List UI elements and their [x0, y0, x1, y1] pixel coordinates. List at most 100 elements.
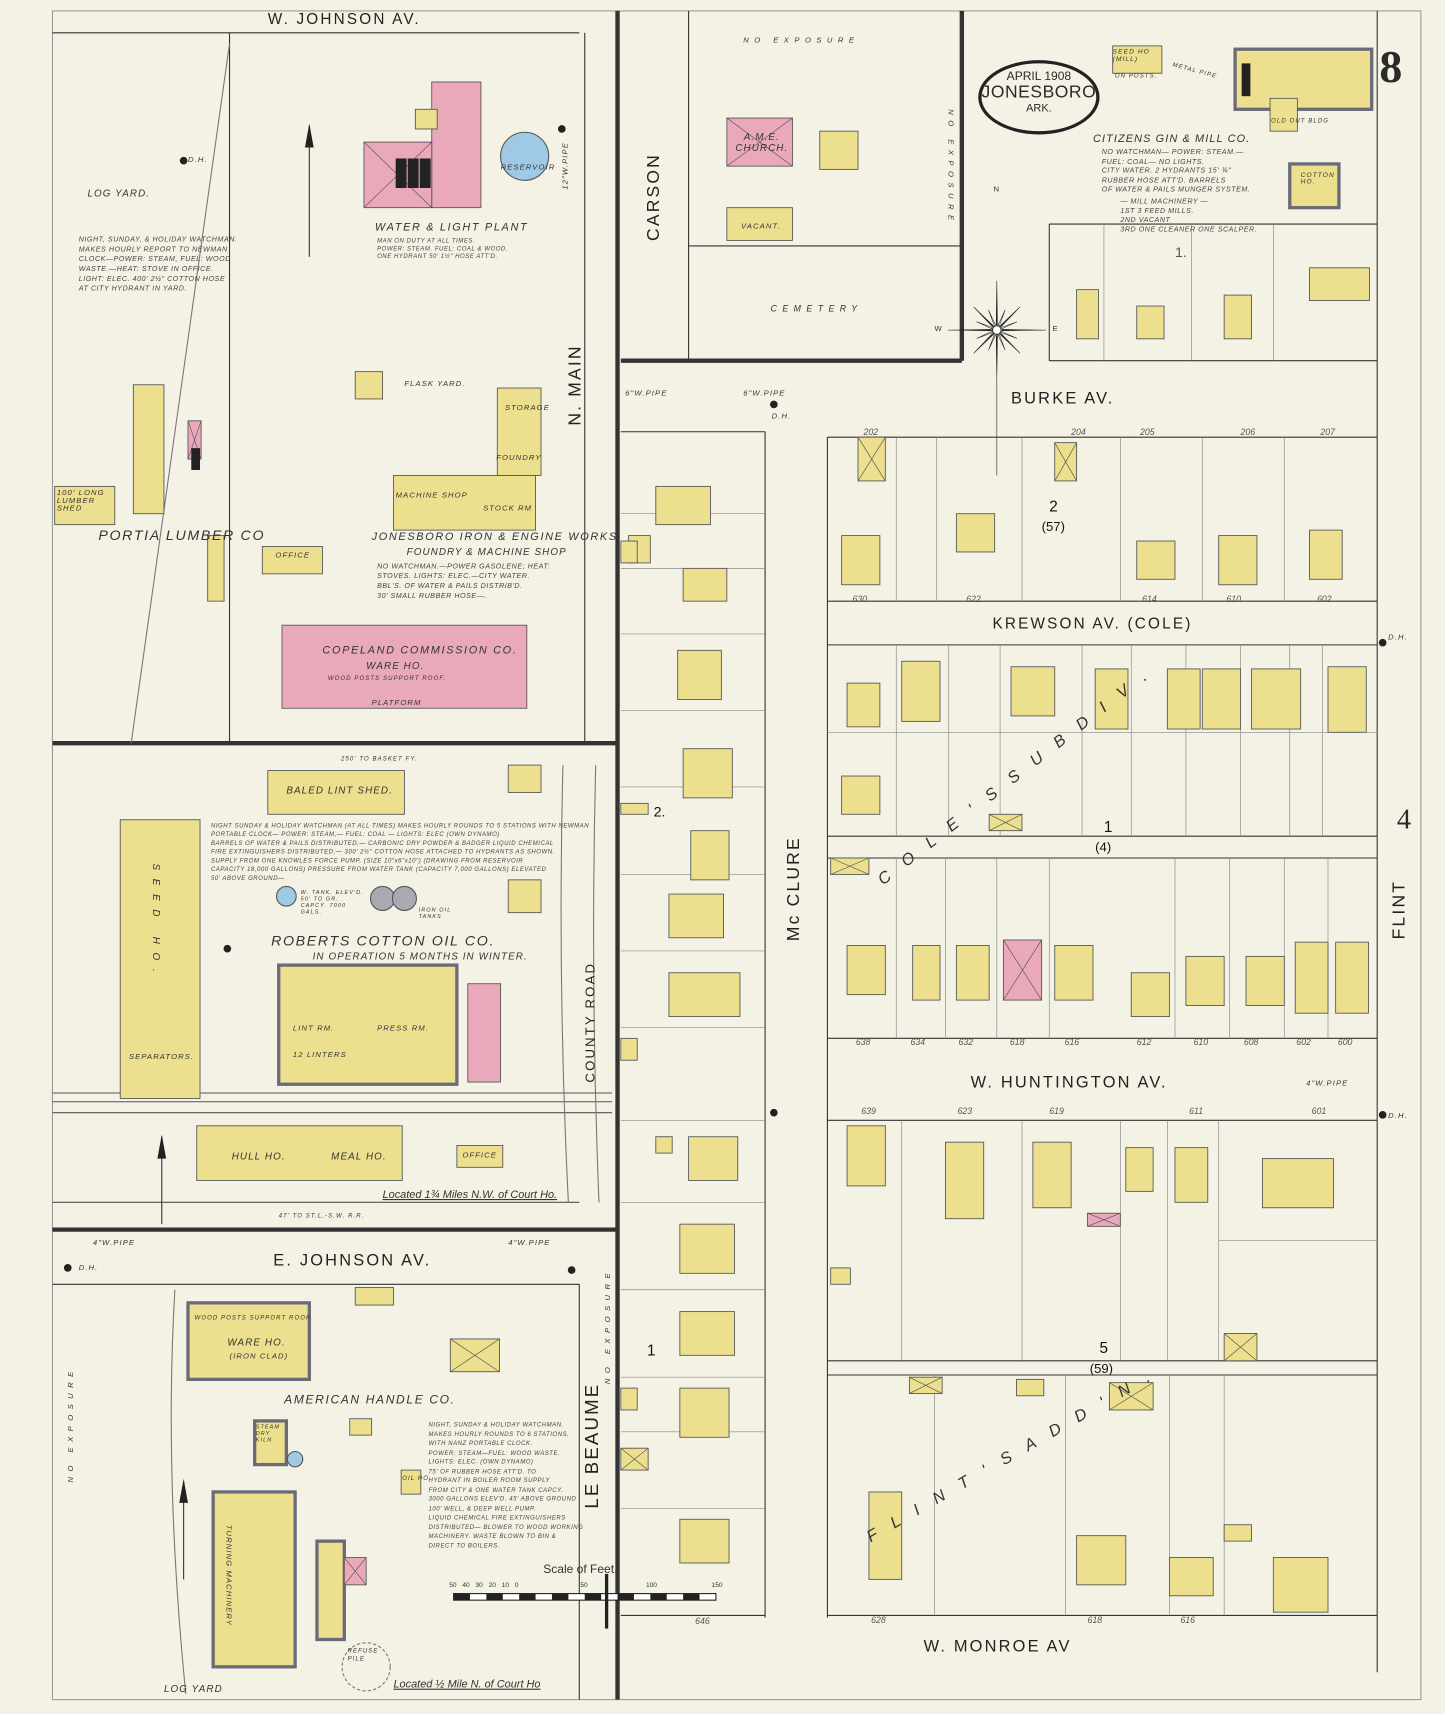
frame-dwelling [1335, 941, 1369, 1014]
address: 616 [1180, 1615, 1196, 1626]
frame-dwelling [846, 945, 886, 996]
scale-tick-label: 50 [449, 1582, 457, 1590]
frame-dwelling [1308, 529, 1343, 580]
dead-hydrant-label: D.H. [1388, 633, 1408, 642]
scale-bar-segment [453, 1593, 470, 1601]
map-state: ARK. [1026, 102, 1052, 115]
address: 206 [1240, 427, 1256, 438]
frame-dwelling [901, 660, 941, 722]
label-located-1: Located 1¾ Miles N.W. of Court Ho. [382, 1189, 558, 1202]
brick-building [467, 983, 502, 1083]
boiler [1241, 63, 1251, 97]
hydrant [770, 400, 778, 409]
frame-dwelling [1218, 535, 1258, 586]
frame-dwelling [354, 371, 383, 400]
label-no-exposure-right: NO EXPOSURE [946, 109, 955, 226]
frame-dwelling [1130, 972, 1170, 1017]
cross-mark [1054, 442, 1077, 482]
note-water-light: MAN ON DUTY AT ALL TIMES. POWER: STEAM. … [377, 238, 509, 261]
frame-dwelling [682, 567, 728, 602]
hydrant [223, 944, 232, 953]
address: 610 [1193, 1037, 1209, 1048]
frame-dwelling [620, 1037, 638, 1061]
frame-dwelling [1112, 45, 1163, 74]
label-on-posts: ON POSTS. [1114, 73, 1158, 80]
label-located-2: Located ½ Mile N. of Court Ho [393, 1678, 541, 1691]
frame-dwelling [267, 770, 405, 815]
scale-bar-segment [617, 1593, 634, 1601]
note-citizens-machinery: — MILL MACHINERY — 1ST 3 FEED MILLS. 2ND… [1120, 197, 1258, 234]
label-foundry: FOUNDRY [496, 454, 542, 463]
label-baled-lint-shed: BALED LINT SHED. [286, 784, 393, 796]
frame-dwelling [261, 546, 323, 575]
label-seed-ho-mill: SEED HO (MILL) [1112, 49, 1150, 64]
label-water-tank: W. TANK, ELEV'D. 50' TO GR. CAPCY. 7000 … [300, 889, 364, 916]
scale-tick-label: 40 [462, 1582, 470, 1590]
cross-mark [1087, 1212, 1121, 1227]
scale-tick-label: 10 [501, 1582, 509, 1590]
frame-dwelling [1136, 540, 1176, 580]
street-flint: FLINT [1390, 879, 1409, 940]
compass-rose-point [976, 321, 993, 329]
label-stock-rm: STOCK RM [483, 504, 533, 513]
address: 634 [910, 1037, 926, 1048]
frame-dwelling [1223, 1524, 1252, 1542]
label-american-handle: AMERICAN HANDLE CO. [284, 1393, 456, 1407]
boiler [407, 158, 419, 188]
label-ware-ho-sub: (IRON CLAD) [229, 1353, 289, 1361]
frame-dwelling [679, 1311, 735, 1356]
county-road-edge [560, 765, 569, 1203]
frame-dwelling [846, 1125, 886, 1187]
hydrant [179, 156, 188, 165]
frame-dwelling [841, 775, 881, 815]
scale-tick-label: 150 [711, 1582, 723, 1590]
frame-dwelling [819, 130, 859, 170]
street-n-main: N. MAIN [566, 344, 585, 426]
street-carson: CARSON [644, 153, 664, 241]
street-burke: BURKE AV. [1011, 389, 1115, 408]
compass-east: E [1052, 325, 1059, 334]
address: 638 [855, 1037, 871, 1048]
label-refuse-pile: REFUSE PILE [347, 1648, 379, 1663]
label-machine-shop: MACHINE SHOP [395, 491, 468, 500]
street-w-monroe: W. MONROE AV [923, 1637, 1072, 1656]
frame-dwelling [868, 1491, 903, 1580]
frame-dwelling [1076, 289, 1099, 340]
address: 618 [1009, 1037, 1025, 1048]
water-pipe-label: 4"W.PIPE [508, 1239, 551, 1248]
frame-dwelling [1125, 1147, 1154, 1192]
iron-clad-building [253, 1419, 289, 1467]
compass-rose-point [973, 306, 994, 328]
address: 618 [1087, 1615, 1103, 1626]
iron-clad-building [186, 1301, 311, 1382]
street-mcclure: Mc CLURE [784, 836, 804, 942]
cross-mark [1003, 939, 1042, 1001]
water-tank [286, 1450, 304, 1468]
water-tank [275, 885, 297, 907]
label-lint-rm: LINT RM. [292, 1025, 335, 1033]
label-copeland-ware-ho: WARE HO. [366, 660, 425, 672]
label-lumber-shed: 100' LONG LUMBER SHED [56, 489, 105, 513]
scale-bar-segment [683, 1593, 700, 1601]
label-portia-lumber: PORTIA LUMBER CO [98, 526, 266, 544]
hydrant [1378, 1111, 1387, 1119]
frame-dwelling [668, 972, 741, 1017]
compass-rose-point [997, 334, 1006, 351]
label-cotton-ho: COTTON HO. [1300, 172, 1335, 186]
frame-dwelling [1294, 941, 1329, 1014]
frame-dwelling [456, 1145, 504, 1168]
iron-oil-tank [391, 885, 417, 912]
label-no-exposure-top: NO EXPOSURE [743, 37, 860, 45]
block-number: 1 [1103, 817, 1113, 836]
label-cemetery: CEMETERY [770, 303, 863, 314]
hydrant [567, 1266, 576, 1274]
scale-tick-label: 100 [645, 1582, 657, 1590]
cross-mark [989, 813, 1023, 831]
iron-oil-tank [369, 885, 396, 912]
frame-dwelling [1272, 1557, 1329, 1613]
label-foundry-machine-shop: FOUNDRY & MACHINE SHOP [406, 546, 567, 558]
frame-dwelling [1251, 668, 1302, 730]
cross-mark [187, 420, 202, 460]
frame-dwelling [955, 945, 990, 1001]
dead-hydrant-label: D.H. [1388, 1112, 1408, 1121]
